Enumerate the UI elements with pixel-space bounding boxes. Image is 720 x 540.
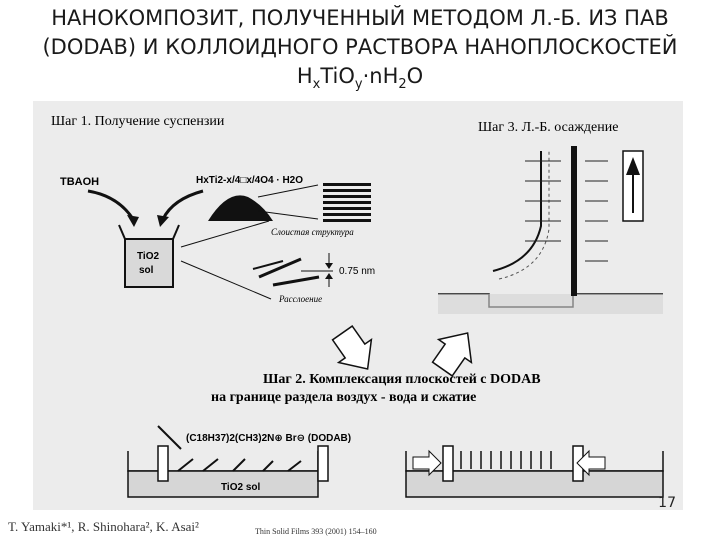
exfoliation-label: Расслоение (278, 294, 322, 304)
trough-right (405, 445, 664, 498)
layered-label: Слоистая структура (271, 227, 354, 237)
title-line-3: HxTiOy·nH2O (296, 64, 424, 93)
step1-heading: Шаг 1. Получение суспензии (51, 114, 225, 129)
svg-text:sol: sol (139, 265, 154, 276)
trough-left: TiO2 sol (127, 445, 329, 498)
title-line-1: НАНОКОМПОЗИТ, ПОЛУЧЕННЫЙ МЕТОДОМ Л.-Б. И… (51, 6, 669, 30)
lb-deposition (438, 146, 663, 314)
step2-heading-1: Шаг 2. Комплексация плоскостей с DODAB (263, 372, 541, 387)
journal-citation: Thin Solid Films 393 (2001) 154–160 (255, 527, 377, 536)
spacing-label: 0.75 nm (339, 266, 375, 277)
slide-title: НАНОКОМПОЗИТ, ПОЛУЧЕННЫЙ МЕТОДОМ Л.-Б. И… (0, 4, 720, 99)
formula-label: HxTi2-x/4□x/4O4 · H2O (196, 175, 303, 186)
step3-heading: Шаг 3. Л.-Б. осаждение (478, 120, 618, 135)
beaker: TiO2 sol (118, 224, 180, 288)
dodab-label: (C18H37)2(CH3)2N⊕ Br⊖ (DODAB) (186, 433, 351, 444)
step2-heading-2: на границе раздела воздух - вода и сжати… (211, 390, 476, 405)
arrow-step1-to-2 (331, 325, 373, 370)
arrow-step2-to-3 (431, 332, 473, 377)
arrow-tbaoh (87, 189, 135, 220)
page-number: 17 (658, 495, 676, 511)
tbaoh-label: TBAOH (60, 176, 99, 188)
powder-heap (208, 195, 273, 221)
svg-text:TiO2: TiO2 (137, 251, 159, 262)
exfoliated-sheets (252, 257, 320, 287)
title-line-2: (DODAB) И КОЛЛОИДНОГО РАСТВОРА НАНОПЛОСК… (42, 35, 678, 59)
arrow-formula (161, 189, 204, 220)
svg-text:TiO2 sol: TiO2 sol (221, 482, 260, 493)
scheme-figure: Шаг 1. Получение суспензии Шаг 3. Л.-Б. … (33, 101, 683, 510)
authors-citation: T. Yamaki*¹, R. Shinohara², K. Asai² (8, 519, 199, 534)
layered-stack (323, 183, 371, 222)
